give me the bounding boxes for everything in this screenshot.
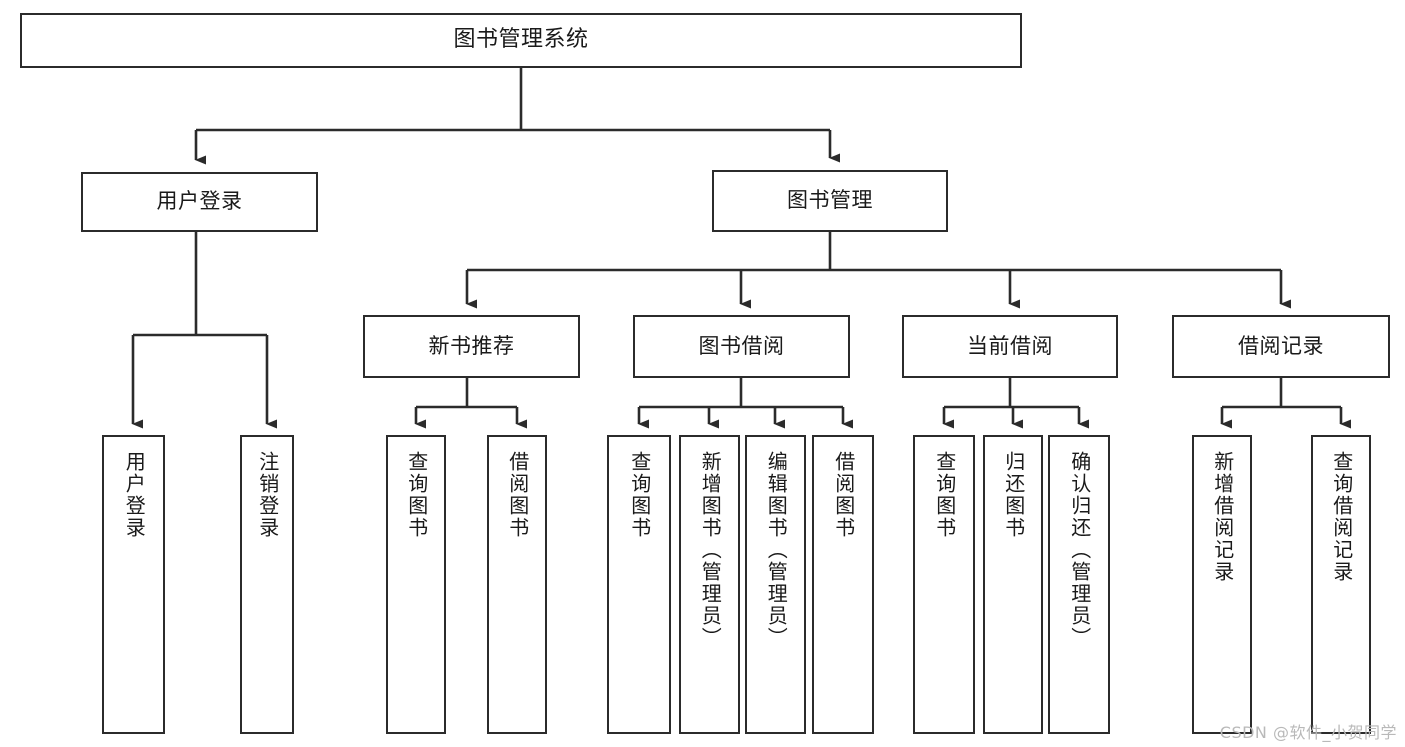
node-current-borrow[interactable]: 当前借阅: [902, 315, 1118, 378]
node-label: 当前借阅: [967, 333, 1053, 358]
node-label: 图书借阅: [698, 333, 785, 358]
node-label: 新书推荐: [428, 333, 515, 358]
node-leaf-add-book[interactable]: 新增图书（管理员）: [679, 435, 740, 734]
node-label: 借阅图书: [505, 451, 530, 539]
node-label: 用户登录: [156, 189, 243, 214]
node-label: 编辑图书（管理员）: [764, 451, 789, 649]
node-new-book-recommend[interactable]: 新书推荐: [363, 315, 580, 378]
node-label: 新增借阅记录: [1210, 451, 1235, 583]
node-label: 用户登录: [122, 451, 147, 539]
node-label: 图书管理: [787, 188, 873, 213]
node-book-management[interactable]: 图书管理: [712, 170, 948, 232]
node-label: 查询图书: [932, 451, 957, 539]
node-leaf-user-login[interactable]: 用户登录: [102, 435, 165, 734]
node-label: 图书管理系统: [453, 27, 589, 53]
node-book-management-system[interactable]: 图书管理系统: [20, 13, 1022, 68]
node-leaf-confirm-return[interactable]: 确认归还（管理员）: [1048, 435, 1110, 734]
node-leaf-borrow-book-2[interactable]: 借阅图书: [812, 435, 874, 734]
node-leaf-query-book-2[interactable]: 查询图书: [607, 435, 671, 734]
node-borrow-record[interactable]: 借阅记录: [1172, 315, 1390, 378]
node-leaf-return-book[interactable]: 归还图书: [983, 435, 1043, 734]
node-label: 查询借阅记录: [1329, 451, 1354, 583]
node-user-login[interactable]: 用户登录: [81, 172, 318, 232]
node-label: 查询图书: [627, 451, 652, 539]
node-label: 注销登录: [255, 451, 280, 539]
node-leaf-query-book-1[interactable]: 查询图书: [386, 435, 446, 734]
node-leaf-borrow-book-1[interactable]: 借阅图书: [487, 435, 547, 734]
csdn-watermark: CSDN @软件_小贺同学: [1219, 723, 1397, 742]
node-leaf-logout-login[interactable]: 注销登录: [240, 435, 294, 734]
node-label: 借阅图书: [831, 451, 856, 539]
node-label: 查询图书: [404, 451, 429, 539]
node-label: 确认归还（管理员）: [1067, 451, 1092, 649]
node-label: 借阅记录: [1238, 333, 1324, 358]
node-leaf-query-book-3[interactable]: 查询图书: [913, 435, 975, 734]
node-book-borrow[interactable]: 图书借阅: [633, 315, 850, 378]
node-label: 归还图书: [1001, 451, 1026, 539]
node-leaf-query-borrow-record[interactable]: 查询借阅记录: [1311, 435, 1371, 734]
node-leaf-add-borrow-record[interactable]: 新增借阅记录: [1192, 435, 1252, 734]
node-leaf-edit-book[interactable]: 编辑图书（管理员）: [745, 435, 806, 734]
node-label: 新增图书（管理员）: [698, 451, 723, 649]
